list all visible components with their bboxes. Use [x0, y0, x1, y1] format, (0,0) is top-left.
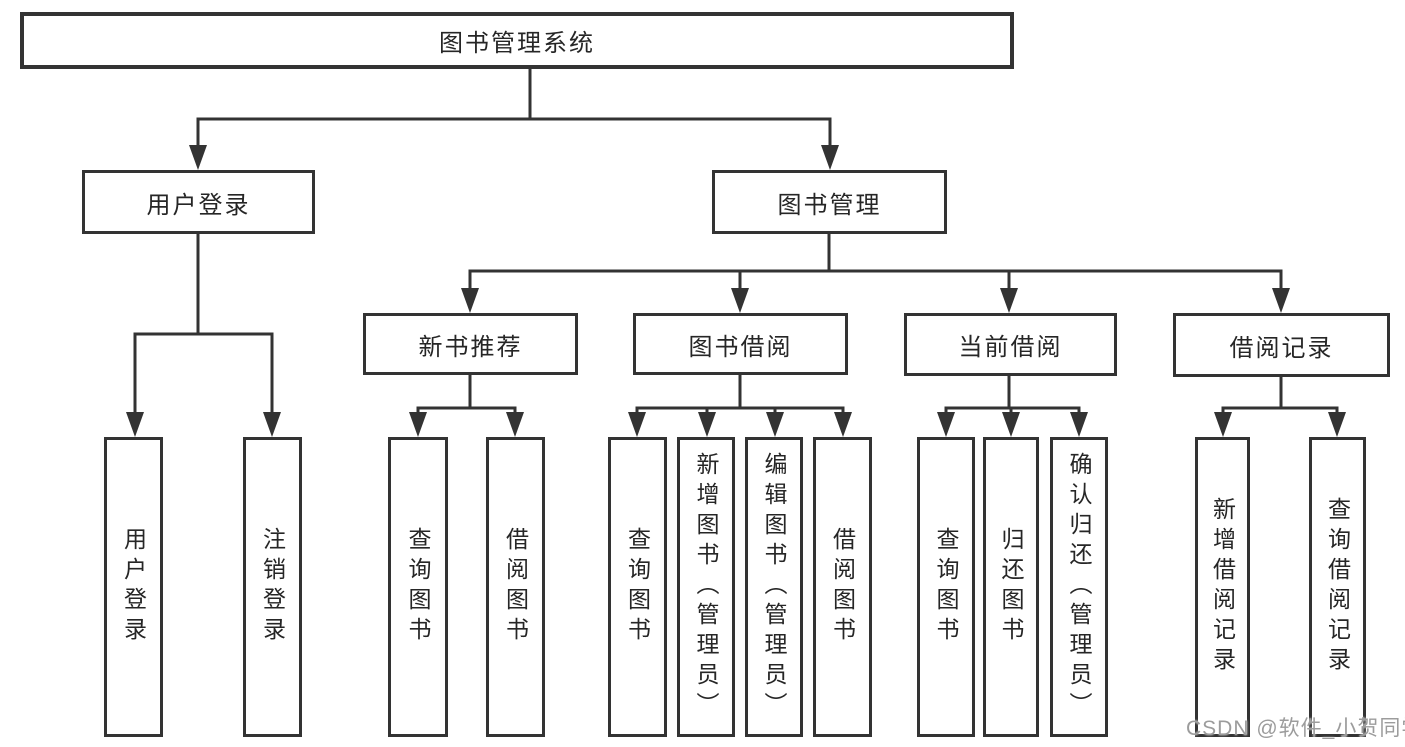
leaf-logout-label: 注销登录 [259, 527, 286, 647]
leaf-query-books-borrow-label: 查询图书 [624, 527, 651, 647]
leaf-return-book: 归还图书 [983, 437, 1039, 737]
leaf-borrow-books: 借阅图书 [813, 437, 872, 737]
leaf-confirm-return-admin: 确认归还（管理员） [1050, 437, 1108, 737]
leaf-return-book-label: 归还图书 [998, 527, 1024, 647]
node-borrow-records: 借阅记录 [1173, 313, 1390, 377]
leaf-borrow-books-recommend-label: 借阅图书 [502, 527, 529, 647]
leaf-add-borrow-record-label: 新增借阅记录 [1209, 497, 1236, 677]
leaf-query-books-recommend: 查询图书 [388, 437, 448, 737]
leaf-query-books-current: 查询图书 [917, 437, 975, 737]
leaf-query-books-current-label: 查询图书 [933, 527, 959, 647]
node-book-borrow-label: 图书借阅 [688, 333, 793, 361]
node-root-label: 图书管理系统 [439, 30, 595, 57]
leaf-add-borrow-record: 新增借阅记录 [1195, 437, 1250, 737]
leaf-query-books-borrow: 查询图书 [608, 437, 667, 737]
leaf-borrow-books-recommend: 借阅图书 [486, 437, 545, 737]
leaf-edit-book-admin: 编辑图书（管理员） [745, 437, 803, 737]
leaf-edit-book-admin-label: 编辑图书（管理员） [761, 452, 787, 722]
node-user-login-label: 用户登录 [146, 191, 251, 219]
csdn-watermark: CSDN @软件_小贺同学 [1186, 717, 1405, 740]
node-borrow-records-label: 借阅记录 [1229, 334, 1334, 362]
node-new-book-recommend-label: 新书推荐 [418, 333, 523, 361]
leaf-logout: 注销登录 [243, 437, 302, 737]
arrowheads [126, 145, 1346, 437]
leaf-query-books-recommend-label: 查询图书 [405, 527, 431, 647]
leaf-query-borrow-record: 查询借阅记录 [1309, 437, 1366, 737]
node-book-management-label: 图书管理 [777, 191, 882, 219]
node-book-borrow: 图书借阅 [633, 313, 848, 375]
node-new-book-recommend: 新书推荐 [363, 313, 578, 375]
node-book-management: 图书管理 [712, 170, 947, 234]
node-root: 图书管理系统 [20, 12, 1014, 69]
leaf-user-login-label: 用户登录 [120, 527, 147, 647]
node-user-login: 用户登录 [82, 170, 315, 234]
leaf-user-login: 用户登录 [104, 437, 163, 737]
leaf-add-book-admin: 新增图书（管理员） [677, 437, 735, 737]
node-current-borrow-label: 当前借阅 [958, 334, 1063, 361]
node-current-borrow: 当前借阅 [904, 313, 1117, 376]
leaf-borrow-books-label: 借阅图书 [829, 527, 856, 647]
leaf-query-borrow-record-label: 查询借阅记录 [1324, 497, 1351, 677]
leaf-confirm-return-admin-label: 确认归还（管理员） [1066, 452, 1092, 722]
leaf-add-book-admin-label: 新增图书（管理员） [693, 452, 719, 722]
